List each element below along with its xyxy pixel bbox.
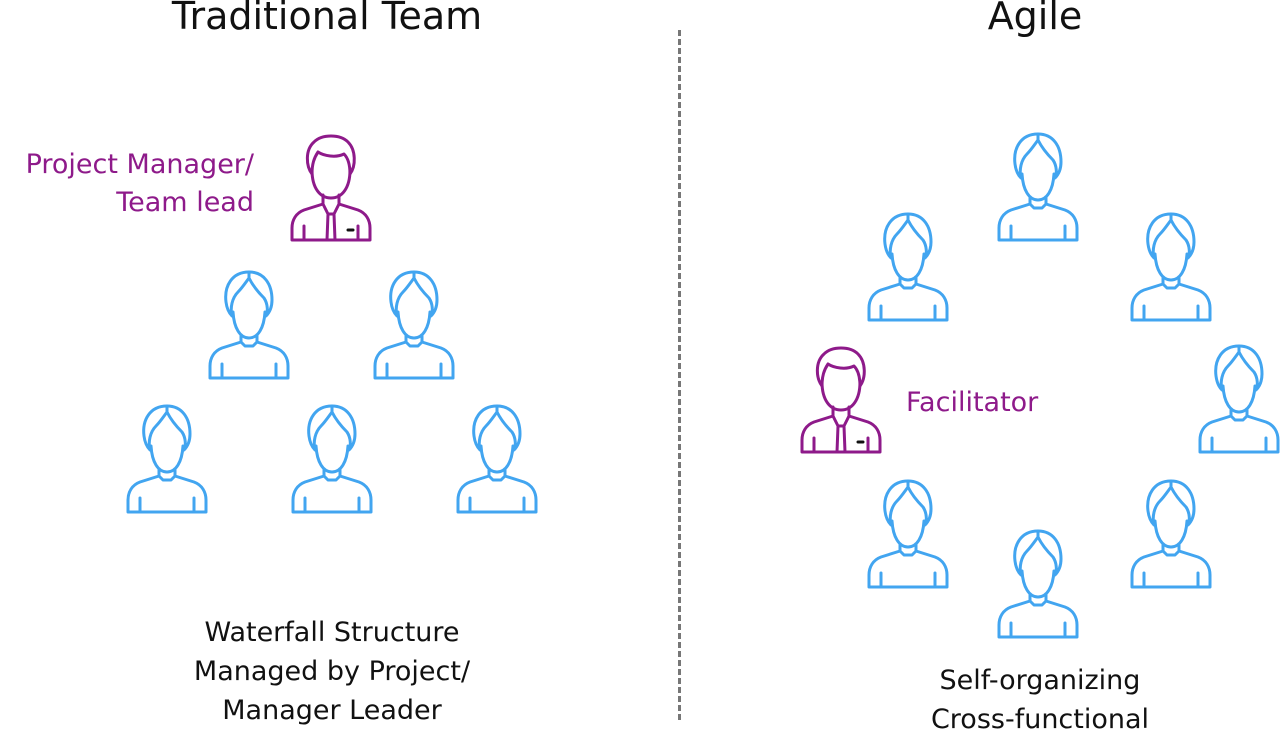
person-icon <box>208 268 290 380</box>
person-icon <box>867 210 949 322</box>
person-icon <box>1130 477 1212 589</box>
agile-caption: Self-organizing Cross-functional <box>931 661 1149 739</box>
person-icon <box>291 402 373 514</box>
person-icon <box>867 477 949 589</box>
leader-label-line1: Project Manager/ <box>25 149 254 180</box>
caption-line: Self-organizing <box>939 665 1141 696</box>
manager-person-icon <box>800 342 882 454</box>
person-icon <box>997 527 1079 639</box>
caption-line: Managed by Project/ <box>193 656 471 687</box>
person-icon <box>1198 342 1280 454</box>
section-divider <box>678 30 681 720</box>
manager-person-icon <box>290 130 372 242</box>
person-icon <box>373 268 455 380</box>
leader-label-line2: Team lead <box>116 187 254 218</box>
agile-title: Agile <box>987 0 1083 38</box>
facilitator-label: Facilitator <box>906 387 1039 418</box>
leader-label: Project Manager/ Team lead <box>26 146 254 222</box>
traditional-caption: Waterfall Structure Managed by Project/ … <box>194 613 470 730</box>
caption-line: Manager Leader <box>222 695 442 726</box>
person-icon <box>1130 210 1212 322</box>
caption-line: Cross-functional <box>930 704 1150 735</box>
person-icon <box>997 130 1079 242</box>
caption-line: Waterfall Structure <box>204 617 460 648</box>
traditional-title: Traditional Team <box>171 0 483 38</box>
person-icon <box>126 402 208 514</box>
person-icon <box>456 402 538 514</box>
